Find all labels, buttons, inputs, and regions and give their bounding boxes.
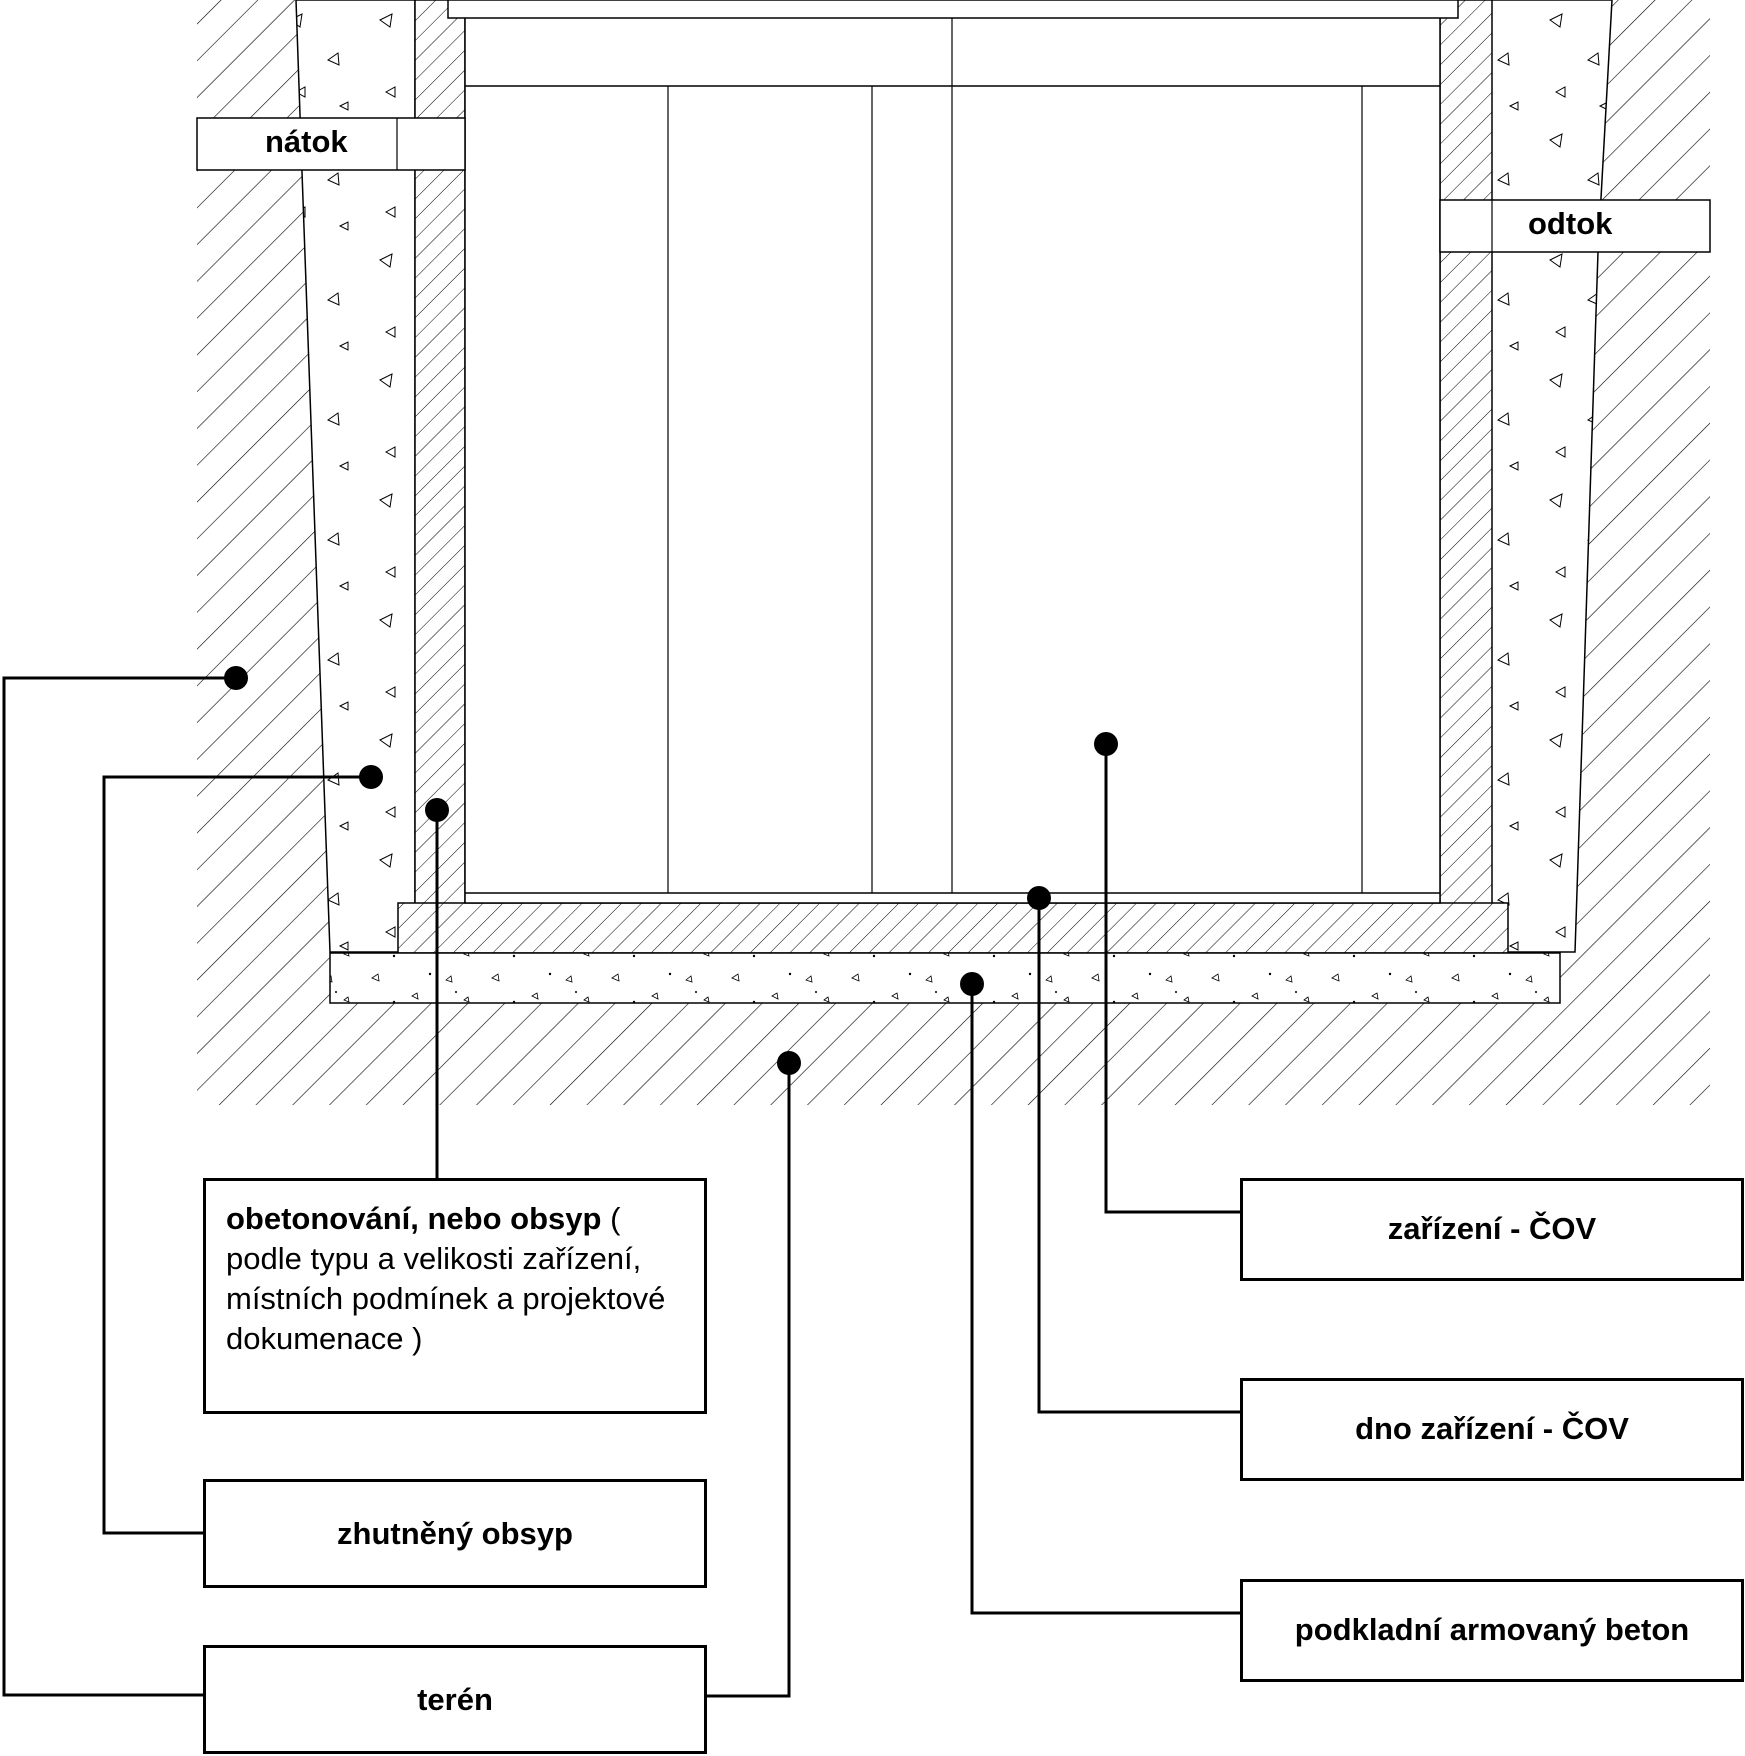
concrete-detail-label: ( podle typu a velikosti zařízení, místn… [226,1201,666,1356]
leader-device [1104,744,1240,1214]
device-bottom-label: dno zařízení - ČOV [1355,1411,1629,1446]
marker-dot [1094,732,1118,756]
compacted-fill-label: zhutněný obsyp [337,1516,573,1551]
device-label: zařízení - ČOV [1387,1211,1597,1246]
marker-dot [359,765,383,789]
leader-device-bottom [1037,898,1240,1414]
terrain-label: terén [417,1682,493,1717]
outflow-pipe [1439,199,1711,253]
leader-compacted-fill [102,775,371,1535]
base-concrete-label: podkladní armovaný beton [1294,1612,1690,1647]
leader-base-concrete [970,984,1240,1615]
callout-device-bottom: dno zařízení - ČOV [1240,1378,1744,1481]
leader-terrain-outer [2,676,236,1697]
callout-compacted-fill: zhutněný obsyp [203,1479,707,1588]
marker-dot [960,972,984,996]
callout-concrete-text: obetonování, nebo obsyp ( podle typu a v… [226,1199,690,1359]
marker-dot [224,666,248,690]
outflow-label: odtok [1528,206,1613,241]
callout-terrain: terén [203,1645,707,1754]
marker-dot [425,798,449,822]
callout-base-concrete: podkladní armovaný beton [1240,1579,1744,1682]
concrete-bold-label: obetonování, nebo obsyp [226,1201,602,1236]
marker-dot [1027,886,1051,910]
marker-dot [777,1051,801,1075]
callout-device: zařízení - ČOV [1240,1178,1744,1281]
inflow-pipe [196,117,466,171]
inflow-label: nátok [265,124,348,159]
callout-concrete: obetonování, nebo obsyp ( podle typu a v… [203,1178,707,1414]
leader-terrain-inner [704,1063,791,1698]
